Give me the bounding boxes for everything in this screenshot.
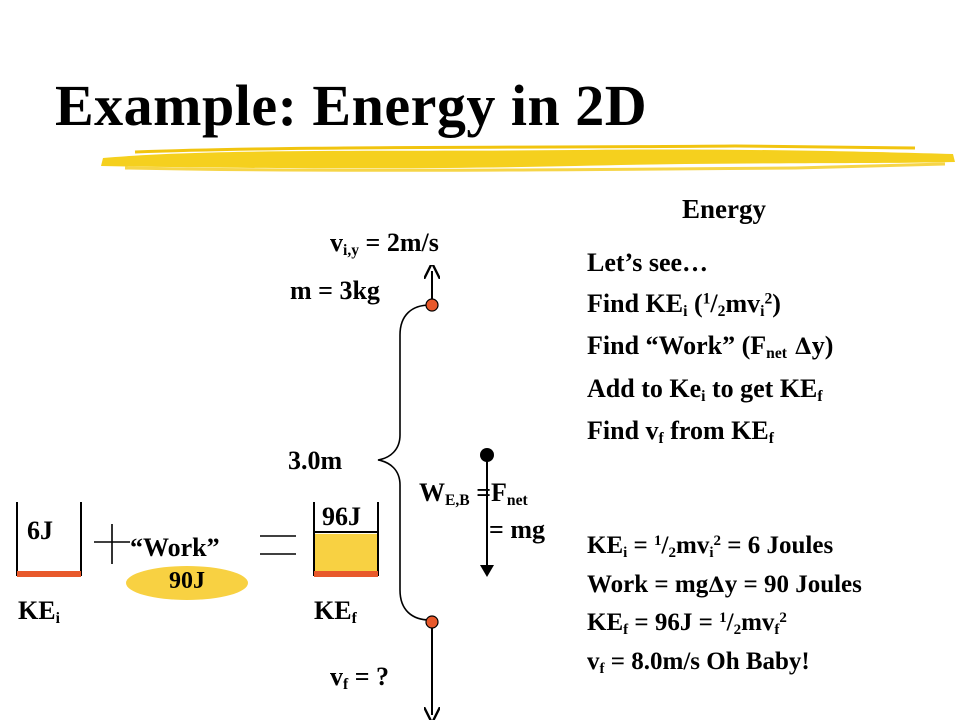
title-underline [101,144,955,172]
step-find-ke-i: Find KEi (1/2mvi2) [587,289,781,320]
calc-ke-f: KEf = 96J = 1/2mvf2 [587,609,787,638]
step-find-vf: Find vf from KEf [587,416,774,447]
ke-f-bar [313,502,379,577]
calc-ke-i: KEi = 1/2mvi2 = 6 Joules [587,532,834,561]
ke-i-value: 6J [27,516,53,545]
slide-title: Example: Energy in 2D [55,73,648,138]
calc-vf: vf = 8.0m/s Oh Baby! [587,648,810,677]
work-label: “Work” [130,533,220,562]
work-value-oval: 90J [126,566,248,600]
step-add-to-ke: Add to Kei to get KEf [587,374,823,405]
label-equals-mg: = mg [489,515,545,544]
label-mass: m = 3kg [290,276,380,305]
energy-heading: Energy [682,194,766,224]
equals-sign [260,535,296,555]
ke-f-value: 96J [322,502,361,531]
height-bracket [377,304,431,621]
trajectory-diagram [377,265,494,720]
ball-top [425,298,439,312]
work-value: 90J [169,568,205,594]
step-find-work: Find “Work” (Fnet Δy) [587,331,834,362]
ball-bottom [425,615,439,629]
label-height: 3.0m [288,446,343,475]
force-arrow-head [480,565,494,577]
label-work-earth-ball: WE,B =Fnet [419,478,528,509]
ke-i-bar [16,502,82,577]
label-final-velocity: vf = ? [330,662,390,693]
plus-sign [94,524,130,564]
ke-i-label: KEi [18,596,60,627]
step-lets-see: Let’s see… [587,248,709,277]
calc-work: Work = mgΔy = 90 Joules [587,571,862,598]
ke-f-label: KEf [314,596,357,627]
label-initial-velocity: vi,y = 2m/s [330,228,439,259]
